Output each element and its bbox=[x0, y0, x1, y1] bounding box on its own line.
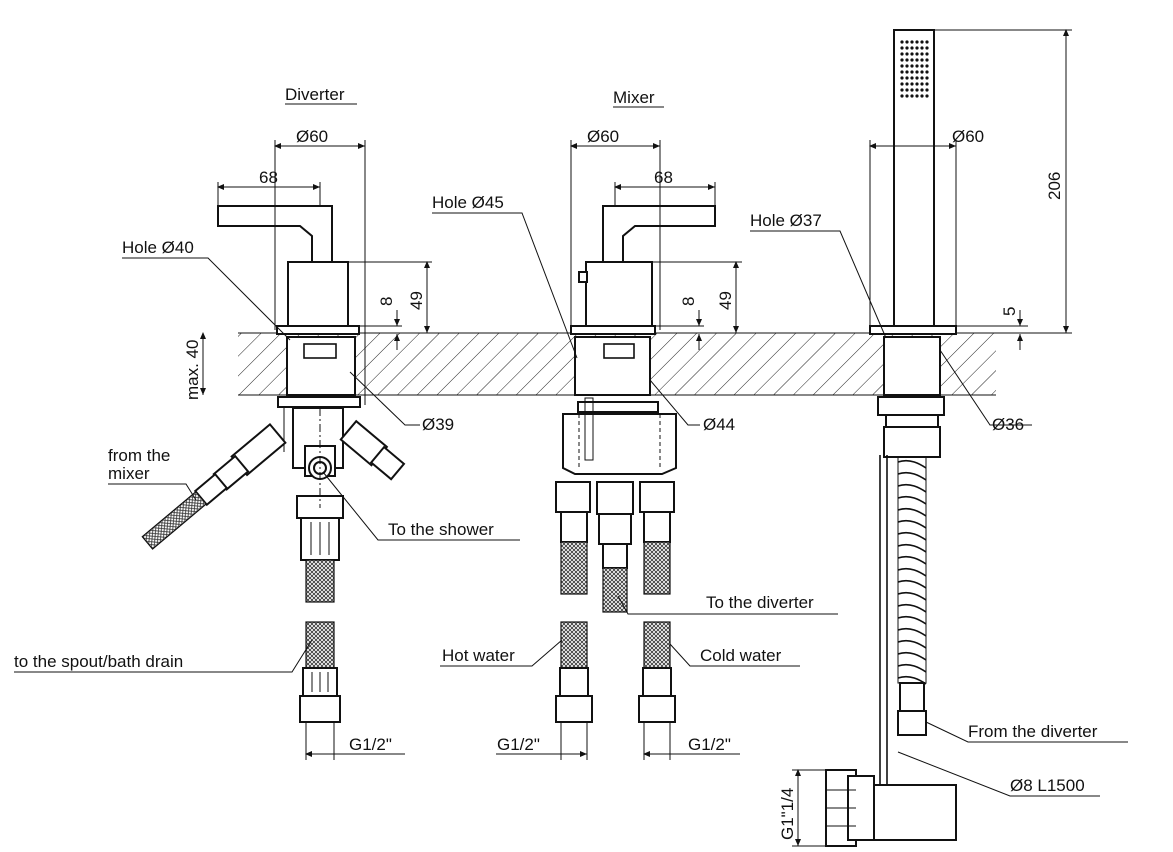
hand-shower-assembly bbox=[825, 29, 957, 847]
diverter-title: Diverter bbox=[285, 85, 345, 104]
mixer-lever-label: 68 bbox=[654, 168, 673, 187]
diverter-height-49-label: 49 bbox=[407, 291, 426, 310]
shower-diameter-label: Ø60 bbox=[952, 127, 984, 146]
thread-label-cold: G1/2" bbox=[688, 735, 731, 754]
shower-height-206-label: 206 bbox=[1045, 172, 1064, 200]
mixer-assembly bbox=[555, 205, 716, 723]
to-diverter-label: To the diverter bbox=[706, 593, 814, 612]
from-mixer-label-1: from the bbox=[108, 446, 170, 465]
shower-height-5-label: 5 bbox=[1000, 307, 1019, 316]
shower-hole-label: Hole Ø37 bbox=[750, 211, 822, 230]
mixer-body-label: Ø44 bbox=[703, 415, 735, 434]
shower-spray-holes bbox=[900, 40, 929, 98]
mixer-center-pipe bbox=[596, 481, 634, 613]
mixer-hot-pipe bbox=[555, 481, 593, 723]
diverter-body-label: Ø39 bbox=[422, 415, 454, 434]
diverter-diameter-label: Ø60 bbox=[296, 127, 328, 146]
mixer-height-49-label: 49 bbox=[716, 291, 735, 310]
from-diverter-label: From the diverter bbox=[968, 722, 1098, 741]
to-shower-label: To the shower bbox=[388, 520, 494, 539]
mixer-title: Mixer bbox=[613, 88, 655, 107]
cold-water-label: Cold water bbox=[700, 646, 782, 665]
leader-lines bbox=[14, 212, 1128, 797]
max-thickness-label: max. 40 bbox=[183, 340, 202, 400]
hose-label: Ø8 L1500 bbox=[1010, 776, 1085, 795]
thread-label-big: G1"1/4 bbox=[778, 788, 797, 840]
mixer-hole-label: Hole Ø45 bbox=[432, 193, 504, 212]
diverter-hole-label: Hole Ø40 bbox=[122, 238, 194, 257]
thread-label-hot: G1/2" bbox=[497, 735, 540, 754]
thread-label-diverter: G1/2" bbox=[349, 735, 392, 754]
from-mixer-label-2: mixer bbox=[108, 464, 150, 483]
mixer-cold-pipe bbox=[638, 481, 676, 723]
diverter-lever-label: 68 bbox=[259, 168, 278, 187]
diverter-assembly bbox=[141, 205, 406, 723]
shower-body-label: Ø36 bbox=[992, 415, 1024, 434]
mixer-diameter-label: Ø60 bbox=[587, 127, 619, 146]
hot-water-label: Hot water bbox=[442, 646, 515, 665]
deck-section bbox=[238, 332, 996, 396]
diverter-height-8-label: 8 bbox=[377, 297, 396, 306]
to-spout-label: to the spout/bath drain bbox=[14, 652, 183, 671]
labels: Diverter Mixer Ø60 68 Hole Ø40 8 49 max.… bbox=[14, 85, 1098, 840]
mixer-height-8-label: 8 bbox=[679, 297, 698, 306]
dimension-lines bbox=[200, 29, 1072, 847]
